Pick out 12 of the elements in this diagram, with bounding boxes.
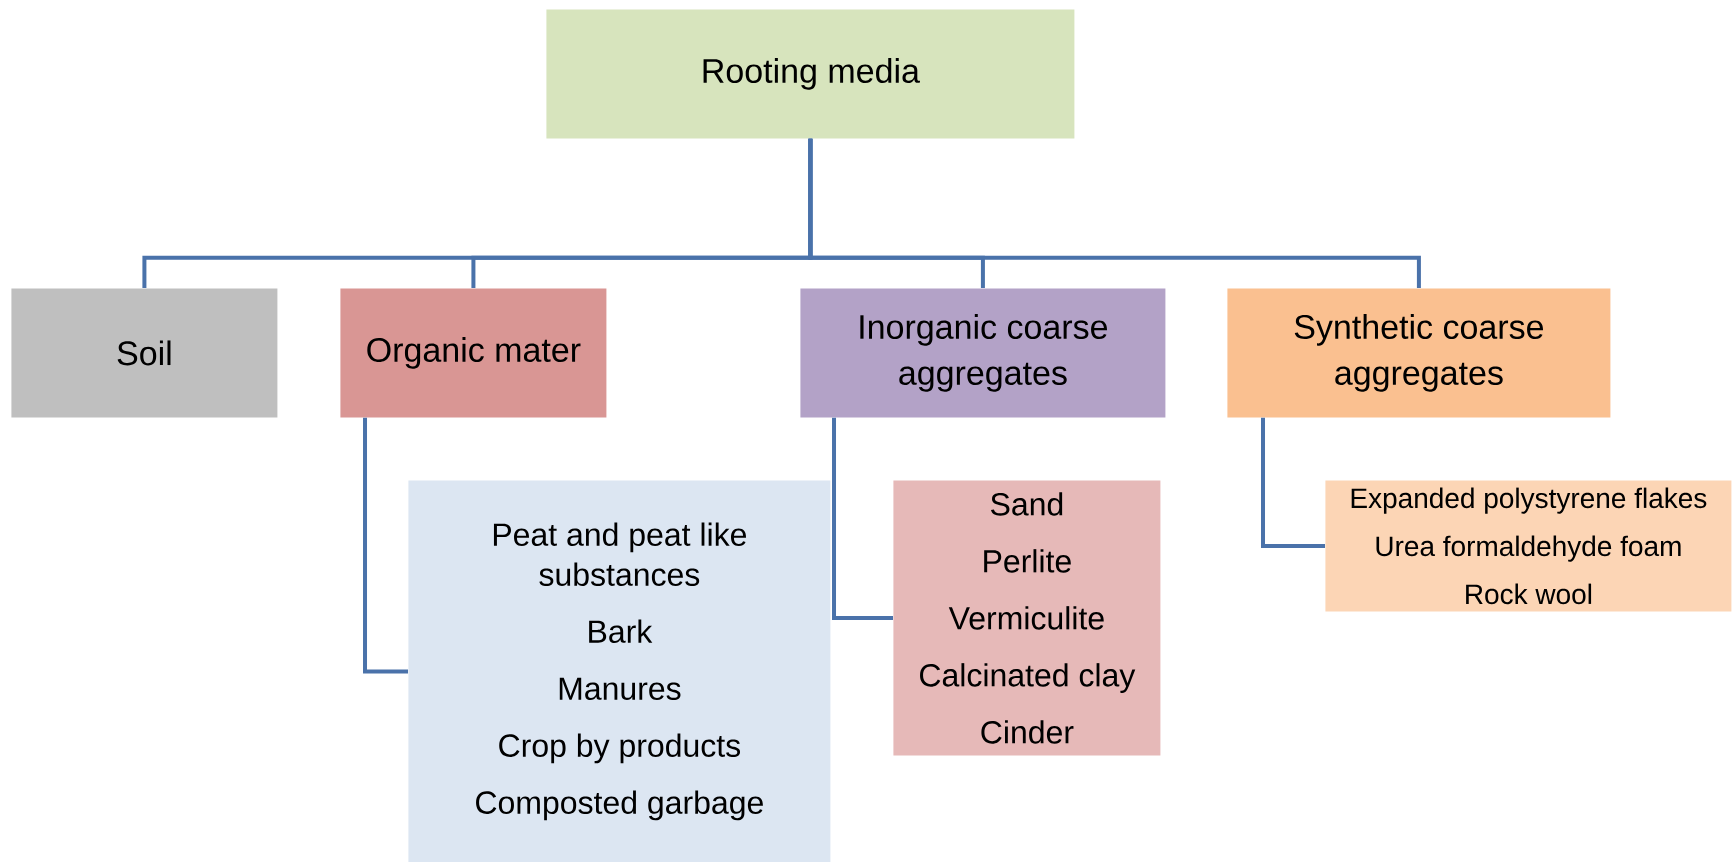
category-box: Soil — [11, 288, 278, 418]
connector-line — [832, 417, 893, 620]
list-box: Expanded polystyrene flakes Urea formaldehyde foam Rock wool — [1325, 480, 1732, 612]
list-box: Peat and peat like substances Bark Manures Crop by products Composted garbage — [408, 480, 831, 862]
category-box: Organic mater — [340, 288, 607, 418]
connector-line — [363, 417, 408, 674]
connector-line — [1261, 417, 1325, 548]
list-box: Sand Perlite Vermiculite Calcinated clay Cinder — [893, 480, 1161, 756]
category-box: Inorganic coarse aggregates — [800, 288, 1166, 418]
category-box: Synthetic coarse aggregates — [1227, 288, 1611, 418]
heading-box: Rooting media — [546, 9, 1075, 139]
connector-line — [808, 138, 1421, 288]
